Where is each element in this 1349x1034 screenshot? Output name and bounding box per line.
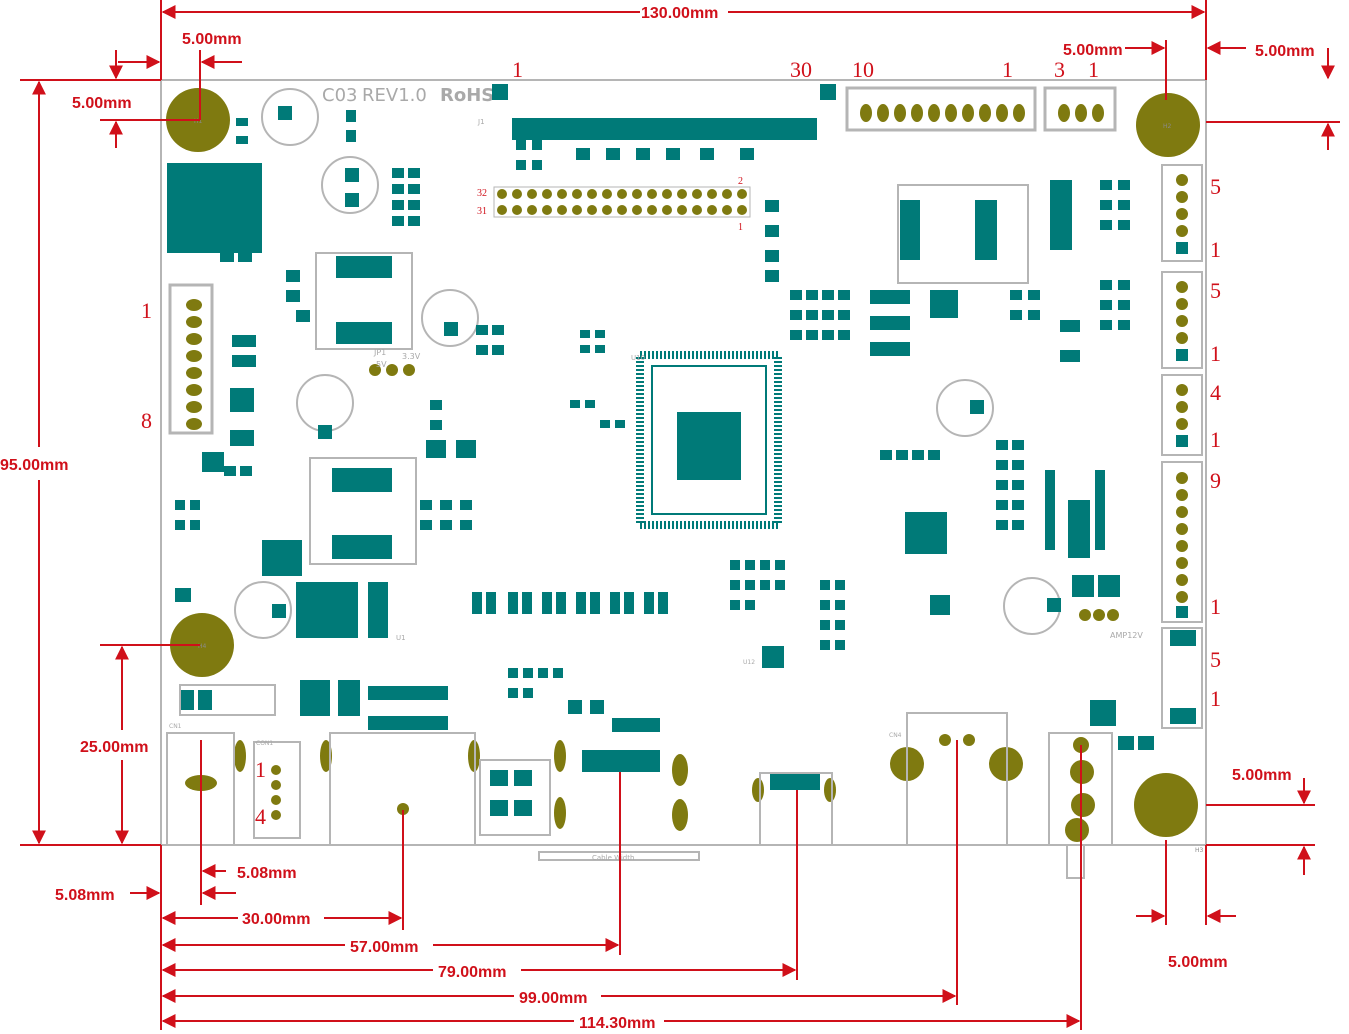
dim-h3-horizontal: 5.00mm bbox=[1136, 840, 1236, 971]
right-connector-c bbox=[1161, 374, 1203, 456]
u10-silk: U10 bbox=[631, 354, 645, 362]
con1-label: CON1 bbox=[256, 740, 273, 747]
dim-width-text: 130.00mm bbox=[641, 5, 718, 22]
dim-cn1-offset-b-text: 5.08mm bbox=[55, 887, 115, 904]
dim-h1-vertical: 5.00mm bbox=[72, 50, 200, 148]
j1-pin-right: 30 bbox=[790, 57, 812, 82]
right-connector-e bbox=[1161, 627, 1203, 729]
dim-cn1-offset-a-text: 5.08mm bbox=[237, 865, 297, 882]
dim-x-30-text: 30.00mm bbox=[242, 911, 311, 928]
cn4-label: CN4 bbox=[889, 732, 902, 739]
dim-h4-height-text: 25.00mm bbox=[80, 739, 149, 756]
cn1-pin-1: 1 bbox=[255, 757, 266, 782]
dim-x-99: 99.00mm bbox=[161, 740, 958, 1007]
j1-row2-pins bbox=[493, 186, 751, 218]
right-a-pin-5: 5 bbox=[1210, 174, 1221, 199]
j1-row2-pin-31: 31 bbox=[477, 206, 487, 217]
conn10-pin-1: 1 bbox=[1002, 57, 1013, 82]
right-e-pin-1: 1 bbox=[1210, 686, 1221, 711]
dim-h2-right-text: 5.00mm bbox=[1255, 43, 1315, 60]
board-model-label: C03 bbox=[322, 85, 357, 106]
dim-h3-horizontal-text: 5.00mm bbox=[1168, 954, 1228, 971]
dim-height-95: 95.00mm bbox=[0, 79, 161, 846]
hole-h3-label: H3 bbox=[1195, 847, 1204, 854]
dim-h1-left-text: 5.00mm bbox=[182, 31, 242, 48]
jp1-label: JP1 bbox=[373, 348, 386, 357]
j1-silk: J1 bbox=[477, 118, 485, 126]
power-components: U1 bbox=[167, 163, 1029, 642]
hole-h2-label: H2 bbox=[1163, 123, 1172, 130]
hole-h4-label: H4 bbox=[198, 643, 207, 650]
bottom-fpc-connectors bbox=[368, 592, 820, 790]
conn3-pin-1: 1 bbox=[1088, 57, 1099, 82]
mount-hole-h3: H3 bbox=[1134, 773, 1204, 854]
dim-height-text: 95.00mm bbox=[0, 457, 69, 474]
dim-x-114: 114.30mm bbox=[161, 745, 1082, 1032]
dim-x-30: 30.00mm bbox=[161, 810, 404, 930]
left-conn-pin-1: 1 bbox=[141, 298, 152, 323]
dim-h1-top-text: 5.00mm bbox=[72, 95, 132, 112]
right-connector-b bbox=[1161, 271, 1203, 369]
right-d-pin-9: 9 bbox=[1210, 468, 1221, 493]
dim-x-114-text: 114.30mm bbox=[579, 1015, 656, 1032]
j1-row2-pin-1: 1 bbox=[738, 222, 743, 233]
right-b-pin-1: 1 bbox=[1210, 341, 1221, 366]
electrolytic-cap-pads bbox=[272, 106, 1061, 618]
smd-pad-field bbox=[175, 110, 1154, 816]
j1-row2-pin-2: 2 bbox=[738, 176, 743, 187]
u12-label: U12 bbox=[743, 659, 755, 666]
j1-row2-pin-32: 32 bbox=[477, 188, 487, 199]
connector-10pin bbox=[845, 86, 1037, 132]
right-connector-a bbox=[1161, 164, 1203, 262]
hole-h1-label: H1 bbox=[194, 118, 203, 125]
cable-width-label: Cable Width bbox=[592, 854, 634, 862]
bottom-outlines bbox=[166, 684, 1113, 879]
right-connector-d bbox=[1161, 461, 1203, 623]
amp12v-label: AMP12V bbox=[1110, 631, 1143, 640]
dim-cn1-offset: 5.08mm 5.08mm bbox=[55, 740, 297, 1030]
main-soc-u10: U10 bbox=[631, 351, 782, 529]
right-c-pin-1: 1 bbox=[1210, 427, 1221, 452]
right-e-pin-5: 5 bbox=[1210, 647, 1221, 672]
dim-h2-top-text: 5.00mm bbox=[1063, 42, 1123, 59]
board-revision-label: REV1.0 bbox=[362, 85, 427, 106]
conn10-pin-10: 10 bbox=[852, 57, 874, 82]
conn3-pin-3: 3 bbox=[1054, 57, 1065, 82]
dim-h4-height: 25.00mm bbox=[80, 644, 200, 845]
left-conn-pin-8: 8 bbox=[141, 408, 152, 433]
j1-header: J1 bbox=[477, 84, 836, 140]
cn1-pin-4: 4 bbox=[255, 804, 266, 829]
mount-hole-h2: H2 bbox=[1136, 93, 1200, 157]
dim-x-57-text: 57.00mm bbox=[350, 939, 419, 956]
connector-3pin bbox=[1043, 86, 1117, 132]
cn1-label: CN1 bbox=[169, 723, 182, 730]
dim-h3-vertical-text: 5.00mm bbox=[1232, 767, 1292, 784]
dim-x-79: 79.00mm bbox=[161, 790, 798, 981]
v5-label: 5V bbox=[376, 360, 387, 369]
right-d-pin-1: 1 bbox=[1210, 594, 1221, 619]
dim-h3-vertical: 5.00mm bbox=[1206, 767, 1315, 875]
dim-width-130: 130.00mm bbox=[160, 0, 1207, 80]
dim-x-79-text: 79.00mm bbox=[438, 964, 507, 981]
dim-x-99-text: 99.00mm bbox=[519, 990, 588, 1007]
board-outline bbox=[160, 79, 1207, 846]
u1-silk: U1 bbox=[396, 634, 406, 642]
mount-hole-h4: H4 bbox=[170, 613, 234, 677]
right-c-pin-4: 4 bbox=[1210, 380, 1221, 405]
dim-x-57: 57.00mm bbox=[161, 772, 621, 956]
right-a-pin-1: 1 bbox=[1210, 237, 1221, 262]
left-connector-8pin bbox=[168, 283, 214, 435]
right-b-pin-5: 5 bbox=[1210, 278, 1221, 303]
dim-h2-right: 5.00mm bbox=[1206, 41, 1340, 150]
dim-h2-top: 5.00mm bbox=[1063, 40, 1167, 100]
v33-label: 3.3V bbox=[402, 352, 421, 361]
board-rohs-label: RoHS bbox=[440, 85, 494, 106]
dim-h1-horizontal: 5.00mm bbox=[118, 31, 242, 120]
j1-pin-left: 1 bbox=[512, 57, 523, 82]
